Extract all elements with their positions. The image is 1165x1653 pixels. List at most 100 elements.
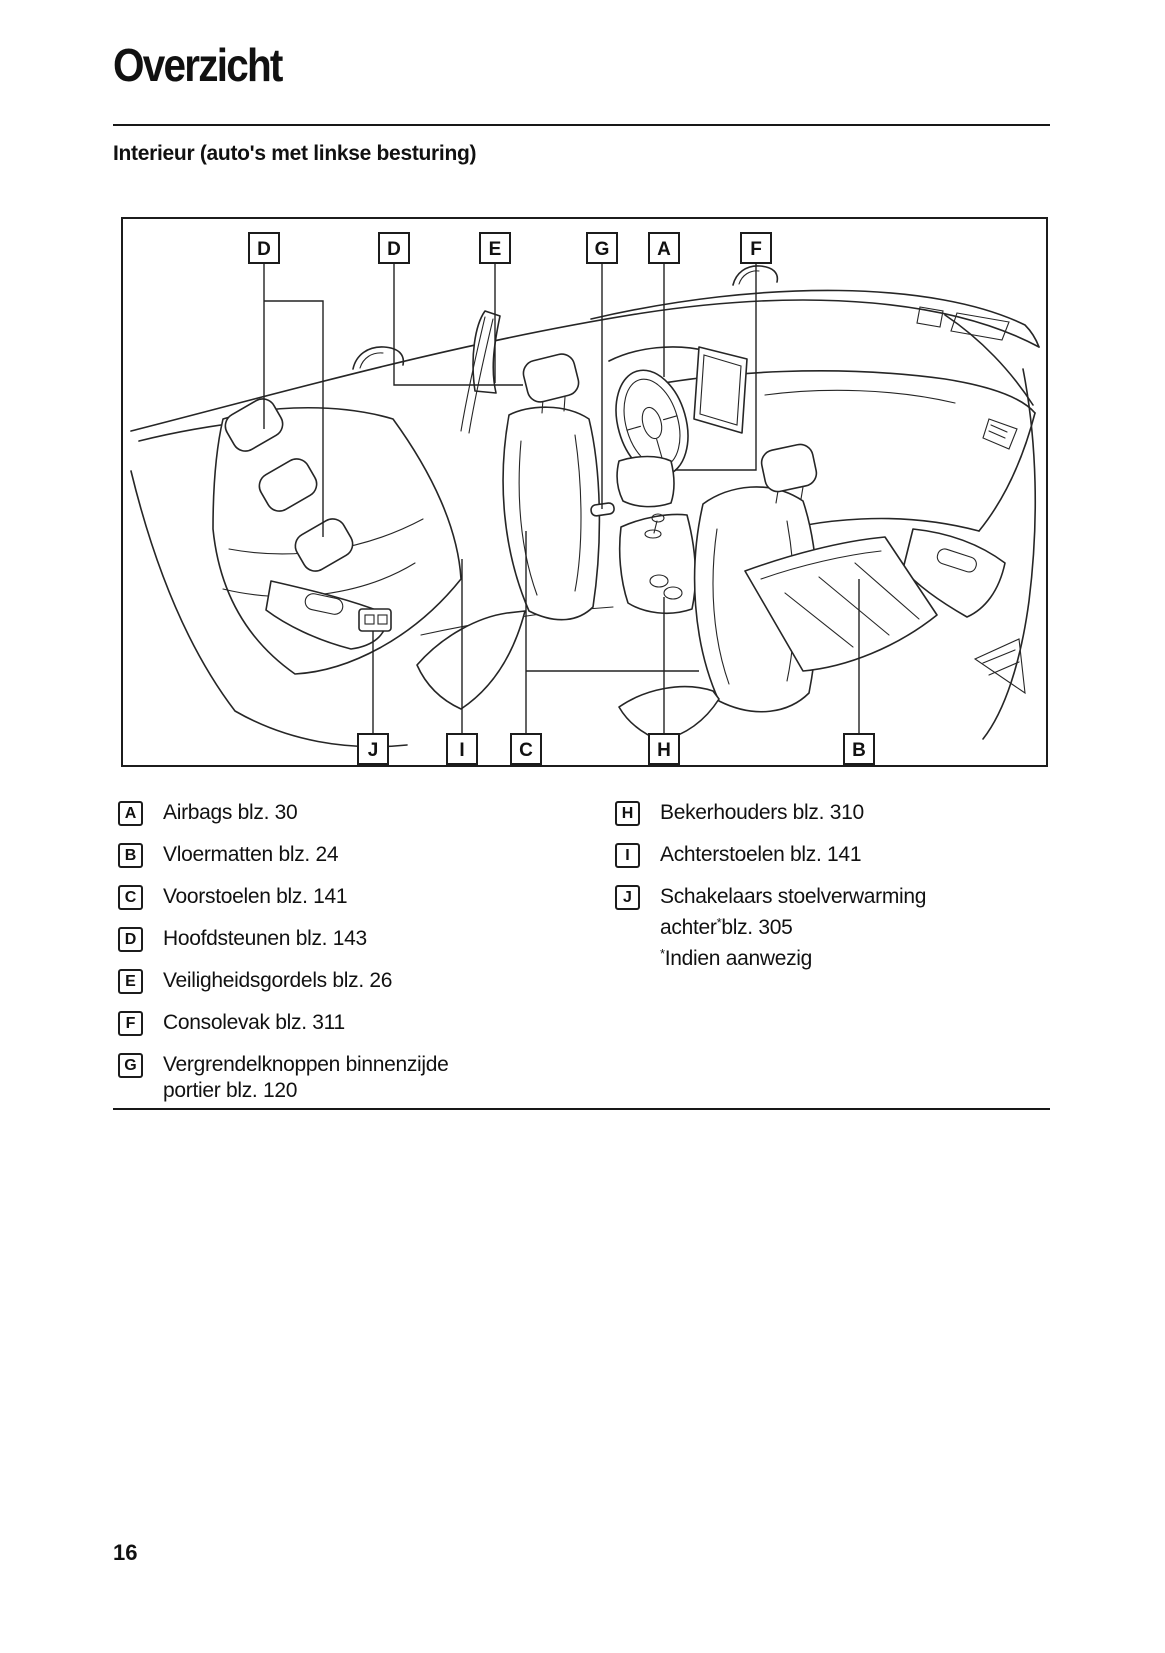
legend-text-line2: portier blz. 120	[163, 1079, 298, 1102]
legend-key-box: C	[118, 885, 143, 910]
center-console	[616, 455, 697, 615]
legend-key-box: B	[118, 843, 143, 868]
door-handle	[304, 593, 344, 615]
legend-text: Bekerhouders blz. 310	[660, 801, 864, 824]
callout-letter: D	[387, 239, 401, 260]
door-speaker	[973, 638, 1026, 695]
callout-letter: J	[368, 740, 379, 761]
callout-boxes-top: D D E G A F	[248, 232, 772, 264]
legend-item-E: E Veiligheidsgordels blz. 26	[118, 968, 608, 994]
callout-letter: G	[595, 239, 610, 260]
leader-C	[525, 531, 699, 734]
legend-text: Hoofdsteunen blz. 143	[163, 927, 367, 950]
grab-handle-rear	[352, 346, 405, 370]
interior-diagram: D D E G A F J I C H	[130, 232, 1040, 765]
callout-box-E	[479, 232, 511, 264]
legend-key-box: I	[615, 843, 640, 868]
page-title: Overzicht	[113, 39, 283, 91]
callout-letter: H	[657, 740, 671, 761]
legend-item-G: G Vergrendelknoppen binnenzijde portier …	[118, 1052, 608, 1104]
legend-key-box: F	[118, 1011, 143, 1036]
rearview-mirror	[916, 306, 944, 328]
front-door-panel	[902, 368, 1037, 740]
grab-handle-front	[732, 265, 779, 286]
legend-item-I: I Achterstoelen blz. 141	[615, 842, 1065, 868]
legend-text: Consolevak blz. 311	[163, 1011, 345, 1034]
passenger-seat	[618, 443, 819, 742]
callout-box-G	[586, 232, 618, 264]
driver-seat	[416, 353, 615, 710]
legend-item-F: F Consolevak blz. 311	[118, 1010, 608, 1036]
legend-key-box: H	[615, 801, 640, 826]
touchscreen	[693, 346, 748, 434]
leader-D-front	[393, 263, 523, 386]
legend-text-line2: achter*blz. 305	[660, 915, 793, 939]
callout-box-C	[510, 733, 542, 765]
legend-item-A: A Airbags blz. 30	[118, 800, 608, 826]
callout-box-I	[446, 733, 478, 765]
leader-lines	[263, 263, 860, 734]
dashboard	[608, 346, 1036, 536]
callout-letter: D	[257, 239, 271, 260]
passenger-headrest	[760, 443, 818, 493]
callout-letter: I	[459, 740, 464, 761]
sun-visor	[950, 312, 1010, 341]
legend-footnote: *Indien aanwezig	[660, 946, 813, 970]
page-number: 16	[113, 1540, 138, 1565]
legend-key-box: G	[118, 1053, 143, 1078]
footer-divider	[113, 1108, 1050, 1110]
legend-text: Airbags blz. 30	[163, 801, 298, 824]
seatbelt	[460, 310, 501, 434]
floor-mat	[744, 536, 938, 672]
callout-letter: B	[852, 740, 866, 761]
callout-boxes-bottom: J I C H B	[357, 733, 875, 765]
legend-text: Voorstoelen blz. 141	[163, 885, 348, 908]
legend-item-C: C Voorstoelen blz. 141	[118, 884, 608, 910]
legend-item-B: B Vloermatten blz. 24	[118, 842, 608, 868]
callout-letter: F	[750, 239, 762, 260]
section-heading: Interieur (auto's met linkse besturing)	[113, 142, 477, 165]
leader-D-rear	[263, 263, 324, 537]
legend-key-box: D	[118, 927, 143, 952]
legend-item-H: H Bekerhouders blz. 310	[615, 800, 1065, 826]
door-pull	[936, 548, 977, 573]
callout-letter: E	[489, 239, 502, 260]
cupholder	[663, 586, 683, 600]
legend-item-J: J Schakelaars stoelverwarming achter*blz…	[615, 884, 1065, 972]
legend-text: Vergrendelknoppen binnenzijde portier bl…	[163, 1052, 449, 1104]
rear-headrest	[294, 518, 354, 572]
legend-text: Vloermatten blz. 24	[163, 843, 339, 866]
rear-headrest	[224, 398, 284, 452]
legend-text: Veiligheidsgordels blz. 26	[163, 969, 393, 992]
console-box	[616, 455, 675, 508]
side-vent	[982, 418, 1018, 450]
rear-headrest	[258, 458, 318, 512]
legend-text-line1: Vergrendelknoppen binnenzijde	[163, 1053, 449, 1076]
title-divider	[113, 124, 1050, 126]
callout-letter: C	[519, 740, 533, 761]
callout-box-D2	[378, 232, 410, 264]
interior-sketch	[130, 265, 1040, 748]
legend-text-line1: Schakelaars stoelverwarming	[660, 885, 927, 908]
callout-box-H	[648, 733, 680, 765]
legend-key-box: A	[118, 801, 143, 826]
footnote-asterisk: *	[660, 946, 665, 961]
callout-box-D1	[248, 232, 280, 264]
rear-door-panel	[130, 470, 408, 748]
callout-box-F	[740, 232, 772, 264]
callout-letter: A	[657, 239, 671, 260]
legend-text: Schakelaars stoelverwarming achter*blz. …	[660, 884, 926, 972]
legend-key-box: J	[615, 885, 640, 910]
driver-headrest	[522, 353, 580, 403]
callout-box-B	[843, 733, 875, 765]
leader-F	[675, 263, 757, 471]
legend-item-D: D Hoofdsteunen blz. 143	[118, 926, 608, 952]
legend-right-column: H Bekerhouders blz. 310 I Achterstoelen …	[615, 800, 1065, 988]
legend-key-box: E	[118, 969, 143, 994]
legend-left-column: A Airbags blz. 30 B Vloermatten blz. 24 …	[118, 800, 608, 1120]
callout-box-J	[357, 733, 389, 765]
rear-seat-heating-switches	[358, 608, 392, 632]
callout-box-A	[648, 232, 680, 264]
interior-diagram-frame: D D E G A F J I C H	[121, 217, 1048, 767]
